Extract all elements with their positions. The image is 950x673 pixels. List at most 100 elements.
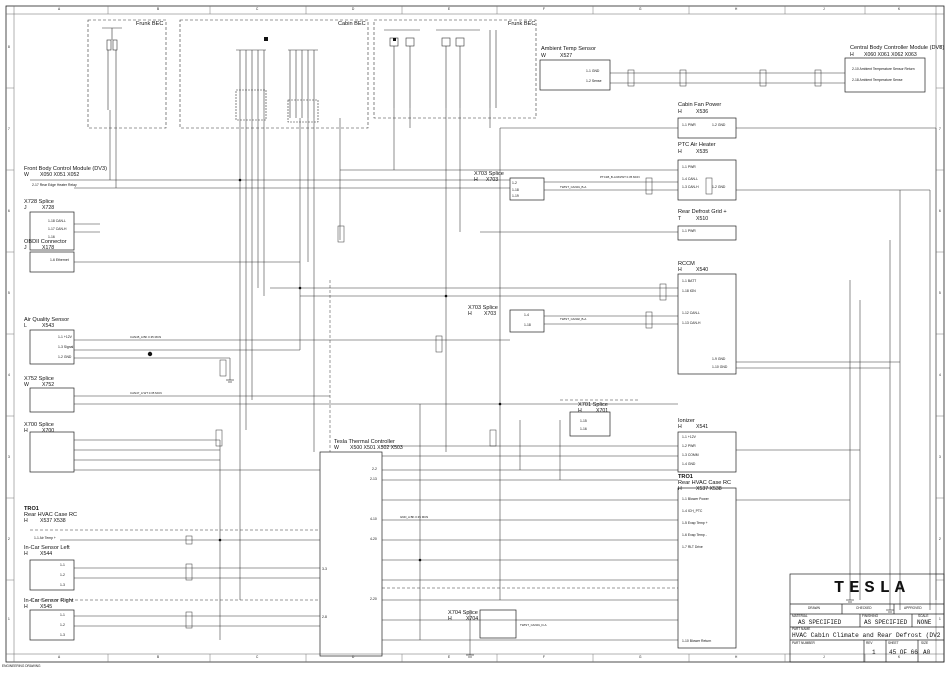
x703-splice-title: X703 Splice — [474, 171, 504, 177]
x701-pin: 1-16 — [580, 427, 587, 431]
tb-drawn-header: DRAWN — [808, 606, 820, 610]
x728-title: X728 Splice — [24, 199, 54, 205]
tc-pin: 3-3 — [322, 567, 327, 571]
grid-row-label: 1 — [939, 617, 941, 621]
x703-splice-b-loc: H — [468, 311, 472, 317]
grid-col-label: J — [823, 7, 825, 11]
tc-pin: 4-10 — [370, 517, 377, 521]
thermal-controller-title: Tesla Thermal Controller — [334, 439, 395, 445]
tb-sheet: 45 OF 66 — [889, 649, 918, 656]
grid-col-label: D — [352, 7, 355, 11]
grid-col-label: H — [735, 655, 738, 659]
wire-label: TWIST_CAN02_B-A — [560, 317, 587, 321]
x701-pin: 1-15 — [580, 419, 587, 423]
tb-size-label: SIZE — [921, 641, 929, 645]
fbcm-title: Front Body Control Module (DV3) — [24, 166, 108, 172]
incar-left-pin: 1-3 — [60, 583, 65, 587]
rear-defrost-connector: X510 — [696, 216, 709, 222]
tc-pin: 2-8 — [322, 615, 327, 619]
x703-splice-b-title: X703 Splice — [468, 305, 498, 311]
grid-row-label: 8 — [939, 45, 941, 49]
x703-splice-connector: X703 — [486, 177, 499, 183]
incar-left-pin: 1-2 — [60, 573, 65, 577]
grid-row-label: 8 — [8, 45, 10, 49]
incar-right-pin: 1-3 — [60, 633, 65, 637]
grid-row-label: 6 — [8, 209, 10, 213]
wire-label: GND_A BK 0.35 MCN — [400, 515, 429, 519]
ionizer-pin: 1-4 GND — [682, 462, 696, 466]
tb-rev: 1 — [872, 649, 876, 656]
grid-col-label: G — [639, 655, 642, 659]
rear-hvac-lc-tag: TRO1 — [24, 506, 39, 512]
x700-connector: X700 — [42, 428, 55, 434]
frunk-bec-left-title: Frunk BEC — [136, 21, 164, 27]
ionizer-loc: H — [678, 424, 682, 430]
grid-col-label: F — [543, 7, 545, 11]
cbcm-loc: H — [850, 52, 854, 58]
grid-col-label: E — [448, 7, 451, 11]
cabin-fan-title: Cabin Fan Power — [678, 102, 722, 108]
obd-pin: 1-6 Ethernet — [50, 258, 69, 262]
rear-hvac-rc-loc: H — [678, 486, 682, 492]
grid-row-label: 7 — [8, 127, 10, 131]
ptc-pin: 1-4 CAN-L — [682, 177, 699, 181]
obd-connector: X178 — [42, 245, 55, 251]
tb-size: A0 — [923, 649, 931, 656]
grid-col-label: B — [157, 655, 160, 659]
ambient-temp-sensor-connector: X527 — [560, 53, 573, 59]
x700-title: X700 Splice — [24, 422, 54, 428]
rccm-pin: 1-13 CAN-H — [682, 321, 701, 325]
fbcm-connector: X050 X051 X052 — [40, 172, 80, 178]
grid-row-label: 6 — [939, 209, 941, 213]
obd-loc: J — [24, 245, 27, 251]
incar-left-connector: X544 — [40, 551, 53, 557]
x704-loc: H — [448, 616, 452, 622]
grid-col-label: H — [735, 7, 738, 11]
air-quality-connector: X543 — [42, 323, 55, 329]
rear-defrost-title: Rear Defrost Grid + — [678, 209, 727, 215]
rccm-pin: 1-10 GND — [712, 365, 728, 369]
tb-checked-header: CHECKED — [856, 606, 872, 610]
grid-col-label: A — [58, 7, 61, 11]
wire-label: TWIST_CAN01_B-A — [560, 185, 587, 189]
grid-col-label: F — [543, 655, 545, 659]
ptc-pin: 1-2 GND — [712, 185, 726, 189]
incar-left-pin: 1-1 — [60, 563, 65, 567]
cbcm-pin: 2-10 Ambient Temperature Sensor Return — [852, 67, 915, 71]
aq-pin: 1-3 Signal — [58, 345, 74, 349]
ambient-pin: 1-2 Sense — [586, 79, 602, 83]
grid-row-label: 4 — [8, 373, 10, 377]
rear-hvac-rc-tag: TRO1 — [678, 474, 693, 480]
x728-connector: X728 — [42, 205, 55, 211]
grid-row-label: 1 — [8, 617, 10, 621]
grid-col-label: A — [58, 655, 61, 659]
rear-hvac-rc-title: Rear HVAC Case RC — [678, 480, 732, 486]
ionizer-connector: X541 — [696, 424, 709, 430]
tc-pin: 2-20 — [370, 597, 377, 601]
rear-hvac-lc-title: Rear HVAC Case RC — [24, 512, 78, 518]
cabin-fan-connector: X536 — [696, 109, 709, 115]
fbcm-loc: W — [24, 172, 29, 178]
x703-pin: 1-19 — [512, 194, 519, 198]
grid-row-label: 3 — [939, 455, 941, 459]
ambient-pin: 1-1 GND — [586, 69, 600, 73]
x701-loc: H — [578, 408, 582, 414]
ambient-temp-sensor-title: Ambient Temp Sensor — [541, 46, 596, 52]
grid-row-label: 3 — [8, 455, 10, 459]
tb-approved-header: APPROVED — [904, 606, 922, 610]
tb-part-name: HVAC Cabin Climate and Rear Defrost (DV2 — [792, 632, 941, 639]
ptc-heater-loc: H — [678, 149, 682, 155]
x701-connector: X701 — [596, 408, 609, 414]
grid-col-label: E — [448, 655, 451, 659]
ionizer-title: Ionizer — [678, 418, 695, 424]
tesla-logo: TESLA — [834, 579, 911, 598]
ionizer-pin: 1-2 PWR — [682, 444, 696, 448]
lc-pin: 1-1 Air Temp + — [34, 536, 56, 540]
rc-pin: 1-6 Evap Temp - — [682, 533, 707, 537]
footer-note: ENGINEERING DRAWING — [2, 664, 41, 668]
cbcm-connector: X060 X061 X062 X063 — [864, 52, 917, 58]
rccm-pin: 1-12 CAN-L — [682, 311, 700, 315]
x752-title: X752 Splice — [24, 376, 54, 382]
wire-label: CAN45_A BK 0.35 MCN — [130, 335, 162, 339]
x701-title: X701 Splice — [578, 402, 608, 408]
